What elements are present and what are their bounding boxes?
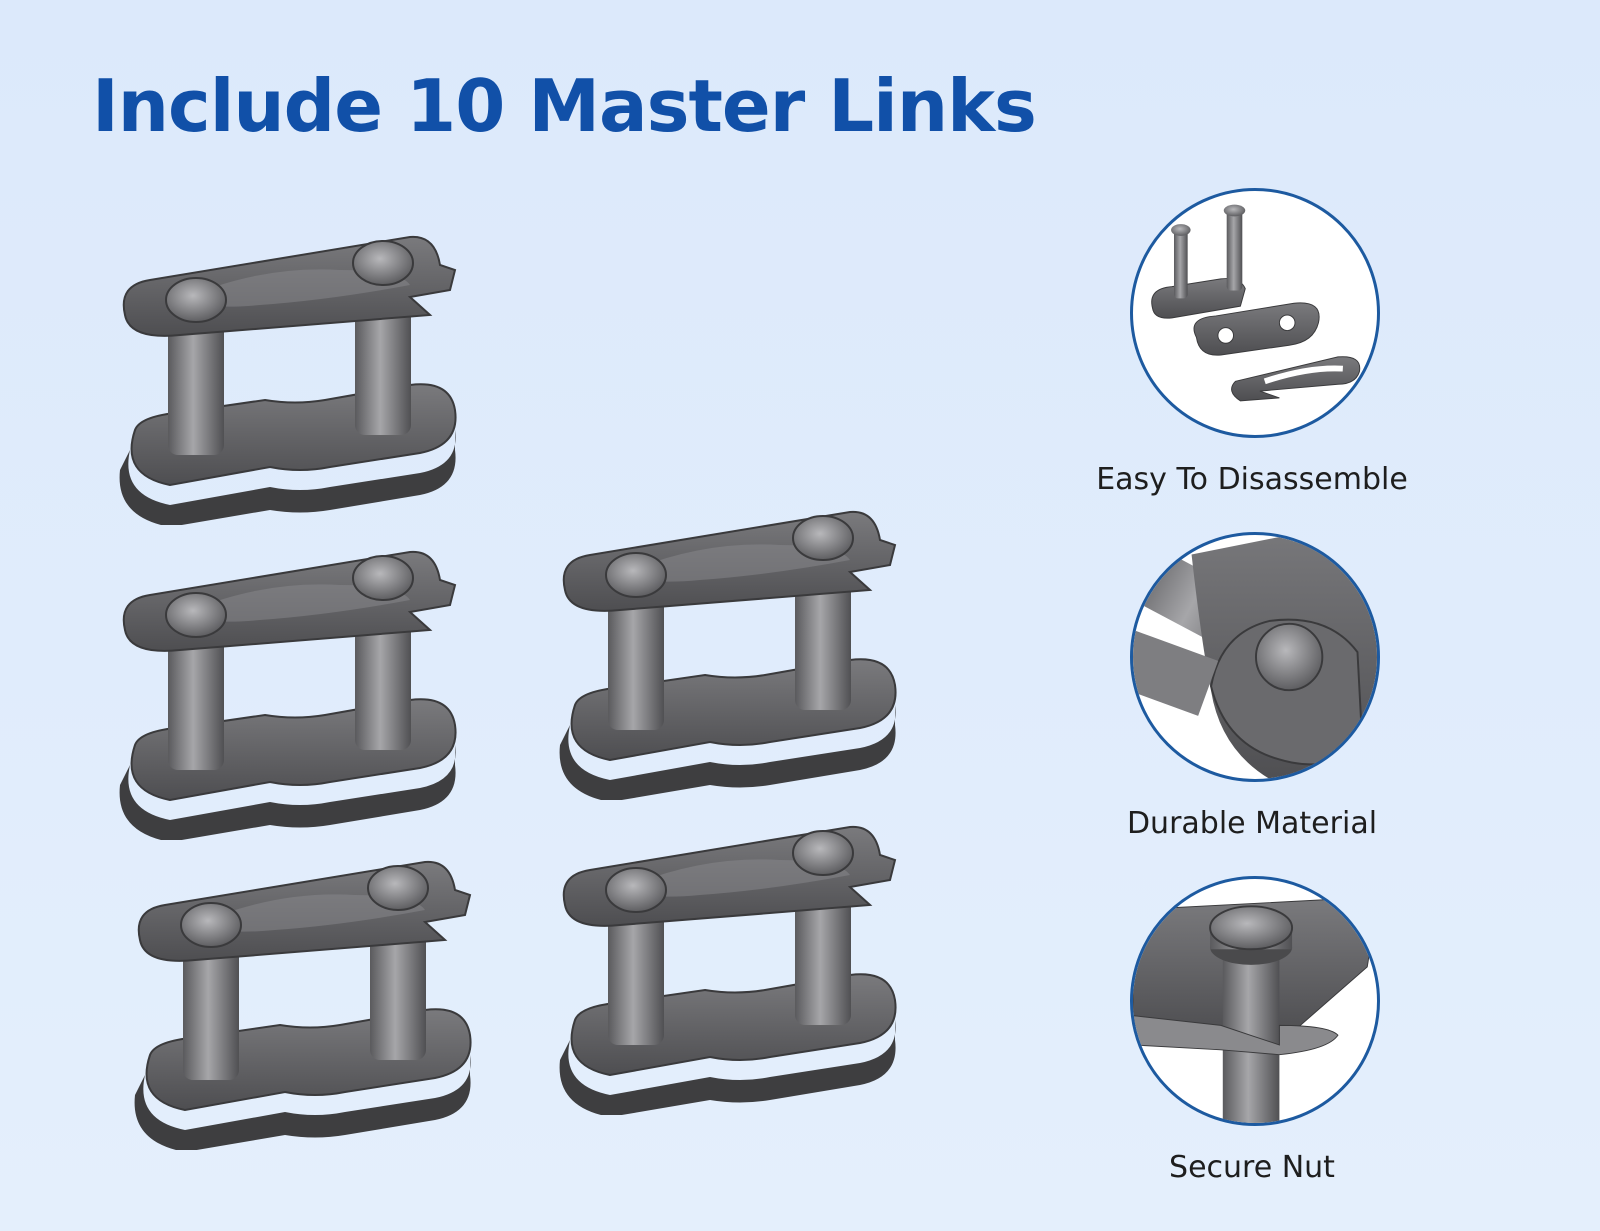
master-link-image (550, 815, 910, 1115)
pin-closeup-icon (1133, 535, 1377, 779)
master-link-image (125, 850, 485, 1150)
page-title: Include 10 Master Links (92, 64, 1037, 148)
feature-label: Secure Nut (1169, 1150, 1335, 1185)
feature-circle-secure-nut (1130, 876, 1380, 1126)
master-link-image (550, 500, 910, 800)
feature-circle-durable (1130, 532, 1380, 782)
feature-label: Durable Material (1126, 806, 1378, 841)
master-link-image (110, 540, 470, 840)
feature-label: Easy To Disassemble (1096, 462, 1408, 497)
master-link-image (110, 225, 470, 525)
disassembled-parts-icon (1151, 204, 1361, 402)
secure-nut-icon (1133, 898, 1371, 1123)
feature-circle-disassemble (1130, 188, 1380, 438)
